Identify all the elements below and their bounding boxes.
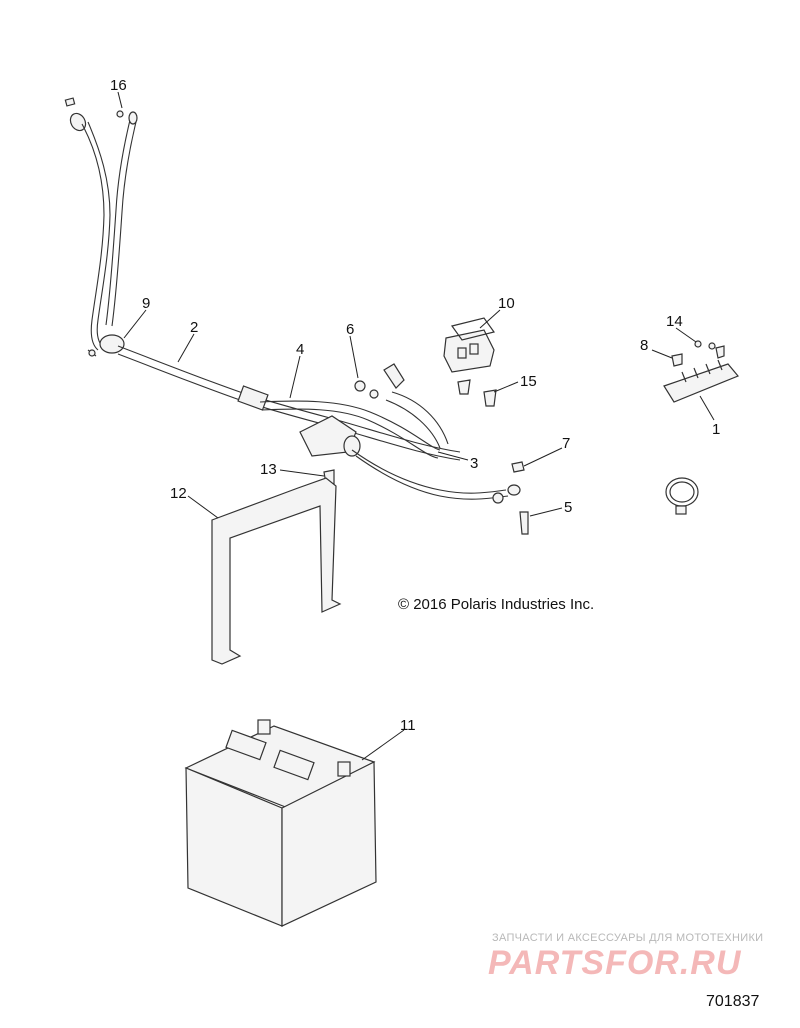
bolt-15a (457, 379, 471, 395)
callout-9: 9 (142, 295, 150, 312)
callout-2: 2 (190, 319, 198, 336)
nut-8 (671, 353, 683, 367)
watermark-tagline: ЗАПЧАСТИ И АКСЕССУАРЫ ДЛЯ МОТОТЕХНИКИ (492, 932, 764, 944)
callout-3: 3 (470, 455, 478, 472)
callout-7: 7 (562, 435, 570, 452)
callout-11: 11 (400, 717, 416, 734)
nut-7 (511, 461, 525, 473)
nut-14b (708, 342, 716, 350)
callout-15: 15 (520, 373, 537, 390)
leader-lines (117, 91, 715, 761)
nut-14c (715, 345, 725, 359)
callout-6: 6 (346, 321, 354, 338)
callout-4: 4 (296, 341, 304, 358)
battery-cable-positive (259, 400, 441, 459)
nut-6b (369, 389, 379, 399)
copyright-text: © 2016 Polaris Industries Inc. (398, 596, 595, 613)
callouts: 16 9 2 4 6 10 15 14 8 1 3 7 13 12 5 11 (110, 77, 720, 734)
wire-harness (64, 97, 461, 461)
callout-10: 10 (498, 295, 515, 312)
battery-bracket (211, 477, 342, 665)
nut-14a (694, 340, 702, 348)
fasteners (116, 110, 725, 535)
hose-clamp (665, 477, 699, 515)
watermark-logo: PARTSFOR.RU (488, 944, 742, 982)
bolt-5 (519, 511, 529, 535)
nut-6 (354, 380, 366, 392)
callout-12: 12 (170, 485, 187, 502)
nut-16 (116, 110, 124, 118)
starter-solenoid (443, 317, 496, 373)
callout-16: 16 (110, 77, 127, 94)
document-number: 701837 (706, 993, 760, 1010)
callout-5: 5 (564, 499, 572, 516)
callout-8: 8 (640, 337, 648, 354)
callout-1: 1 (712, 421, 720, 438)
battery-cable-negative (351, 363, 521, 504)
bolt-15b (483, 389, 497, 407)
battery (184, 719, 377, 927)
callout-14: 14 (666, 313, 683, 330)
callout-13: 13 (260, 461, 277, 478)
terminal-block (663, 359, 739, 403)
